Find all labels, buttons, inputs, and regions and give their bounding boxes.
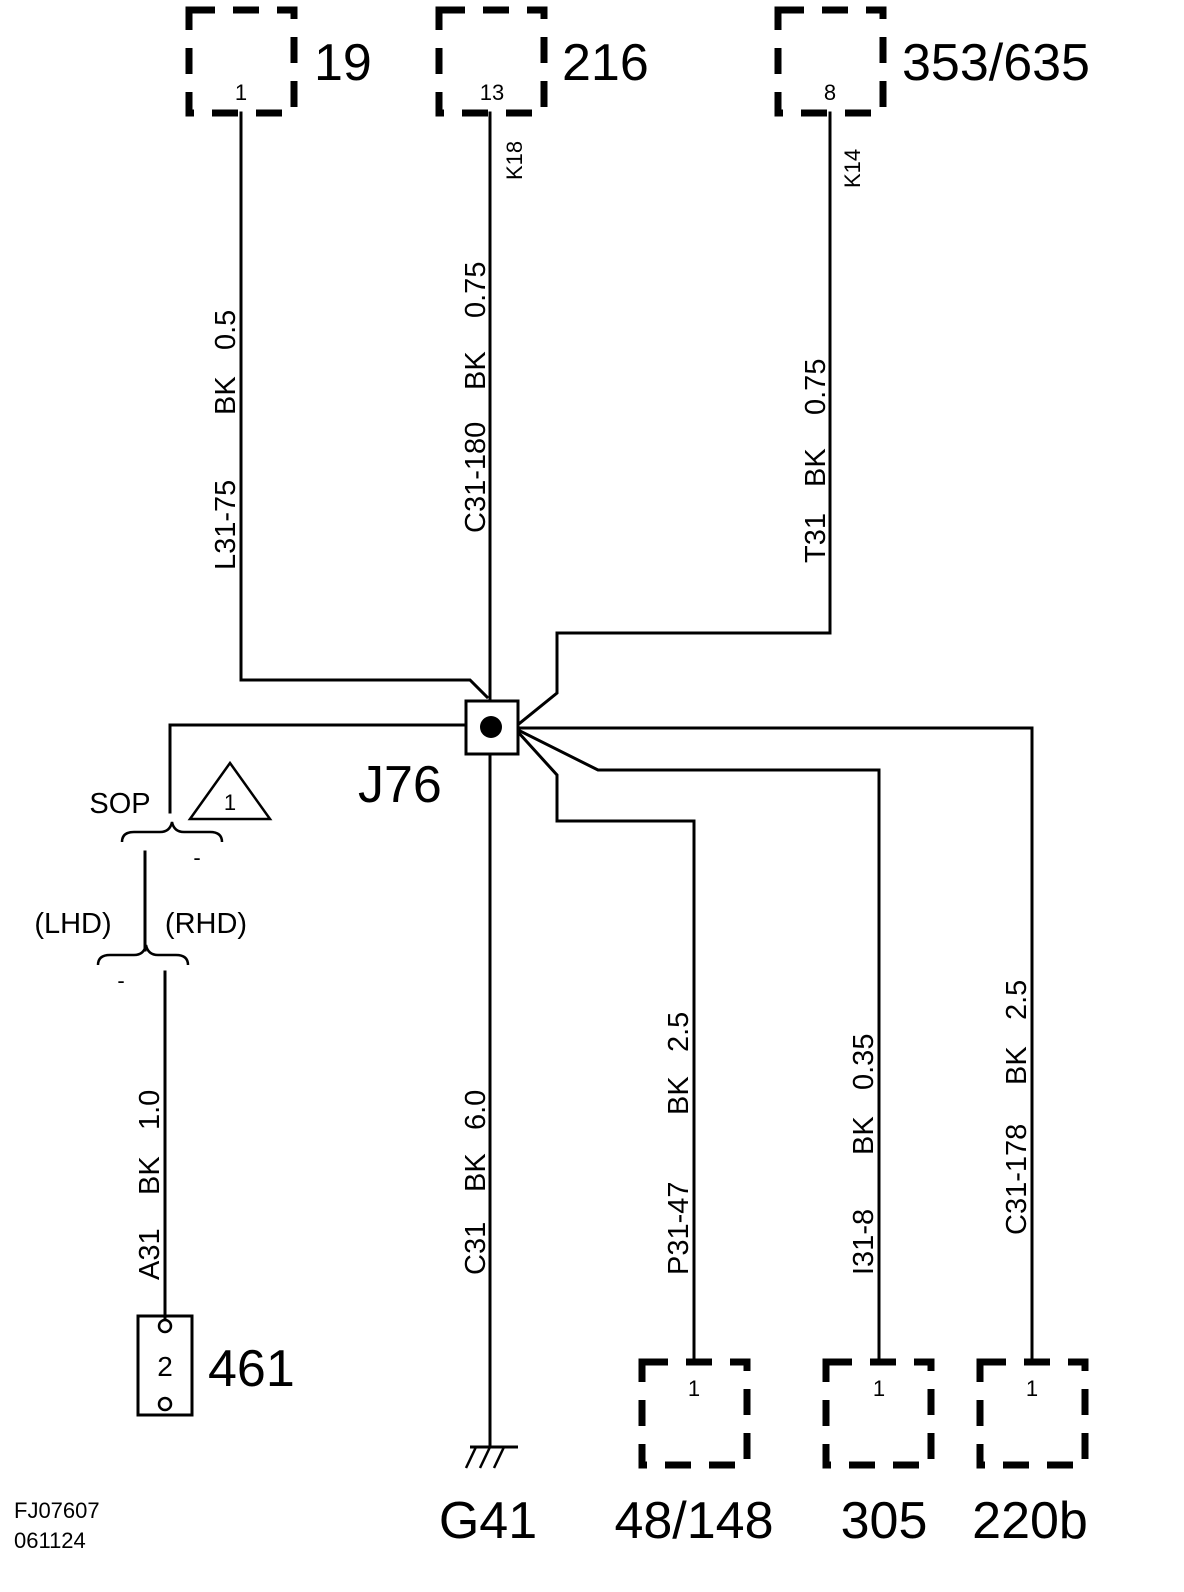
wire-label-c31: C31 BK 6.0	[460, 1090, 492, 1275]
wire-label-c31-180: C31-180 BK 0.75	[460, 262, 492, 533]
svg-text:2.5: 2.5	[1001, 980, 1033, 1020]
connector-305-pin: 1	[873, 1376, 885, 1401]
lhd-dash: -	[117, 968, 124, 993]
ground-g41-label: G41	[439, 1492, 537, 1550]
connector-48-148-pin: 1	[688, 1376, 700, 1401]
connector-220b-label: 220b	[972, 1492, 1088, 1550]
wire-label-c31-178: C31-178 BK 2.5	[1001, 980, 1033, 1235]
figure-code: FJ07607	[14, 1498, 100, 1523]
connector-305-label: 305	[841, 1492, 928, 1550]
svg-text:BK: BK	[134, 1156, 166, 1195]
svg-text:0.5: 0.5	[210, 310, 242, 350]
svg-text:C31-178: C31-178	[1001, 1124, 1033, 1235]
note-number: 1	[224, 790, 236, 815]
svg-text:BK: BK	[460, 1153, 492, 1192]
svg-text:P31-47: P31-47	[663, 1181, 695, 1275]
connector-216-label: 216	[562, 34, 649, 92]
sop-brace	[120, 821, 224, 843]
svg-text:6.0: 6.0	[460, 1090, 492, 1130]
wire-label-a31: A31 BK 1.0	[134, 1090, 166, 1280]
wire-to-48-148	[515, 729, 696, 1364]
connector-19[interactable]: 1 19	[185, 6, 372, 117]
connector-305[interactable]: 1 305	[822, 1358, 935, 1550]
wire-t31	[517, 111, 832, 726]
wire-label-i31-8: I31-8 BK 0.35	[848, 1034, 880, 1275]
cavity-k18: K18	[502, 141, 527, 180]
connector-461-label: 461	[208, 1340, 295, 1398]
connector-353-635-label: 353/635	[902, 34, 1090, 92]
svg-text:T31: T31	[800, 513, 832, 563]
splice-j76[interactable]: J76	[358, 699, 520, 814]
connector-216[interactable]: 13 216	[435, 6, 649, 117]
connector-48-148[interactable]: 1 48/148	[614, 1358, 774, 1550]
svg-text:BK: BK	[210, 376, 242, 415]
svg-text:C31-180: C31-180	[460, 422, 492, 533]
connector-220b-pin: 1	[1026, 1376, 1038, 1401]
connector-353-635-pin: 8	[824, 80, 836, 105]
svg-text:BK: BK	[848, 1116, 880, 1155]
connector-220b[interactable]: 1 220b	[972, 1358, 1089, 1550]
svg-text:2.5: 2.5	[663, 1012, 695, 1052]
svg-text:0.75: 0.75	[800, 359, 832, 415]
svg-text:A31: A31	[134, 1228, 166, 1280]
wire-to-461-sop	[168, 723, 468, 814]
connector-461[interactable]: 2 461	[136, 1314, 295, 1417]
wire-to-305	[515, 727, 881, 1364]
connector-216-pin: 13	[480, 80, 504, 105]
lhd-label: (LHD)	[34, 908, 111, 940]
svg-text:0.35: 0.35	[848, 1034, 880, 1090]
svg-text:BK: BK	[460, 351, 492, 390]
svg-text:C31: C31	[460, 1222, 492, 1275]
ground-g41[interactable]: G41	[439, 1445, 537, 1550]
lhd-rhd-brace	[96, 944, 190, 966]
svg-text:L31-75: L31-75	[210, 480, 242, 570]
svg-text:I31-8: I31-8	[848, 1209, 880, 1275]
wire-label-t31: T31 BK 0.75	[800, 359, 832, 563]
svg-text:1.0: 1.0	[134, 1090, 166, 1130]
rhd-label: (RHD)	[165, 908, 247, 940]
sop-label: SOP	[89, 788, 150, 820]
wire-l31-75	[239, 111, 490, 700]
connector-48-148-label: 48/148	[614, 1492, 773, 1550]
svg-text:BK: BK	[800, 448, 832, 487]
wire-label-p31-47: P31-47 BK 2.5	[663, 1012, 695, 1275]
connector-19-pin: 1	[235, 80, 247, 105]
svg-text:BK: BK	[663, 1076, 695, 1115]
figure-date: 061124	[14, 1528, 86, 1553]
wire-label-l31-75: L31-75 BK 0.5	[210, 310, 242, 570]
cavity-k14: K14	[840, 149, 865, 188]
connector-461-pin: 2	[157, 1351, 173, 1382]
sop-dash: -	[193, 845, 200, 870]
svg-text:BK: BK	[1001, 1046, 1033, 1085]
splice-j76-label: J76	[358, 756, 442, 814]
note-triangle: 1	[187, 760, 273, 821]
connector-19-label: 19	[314, 34, 372, 92]
connector-353-635[interactable]: 8 353/635	[774, 6, 1090, 117]
svg-text:0.75: 0.75	[460, 262, 492, 318]
wire-to-220b	[516, 726, 1034, 1364]
